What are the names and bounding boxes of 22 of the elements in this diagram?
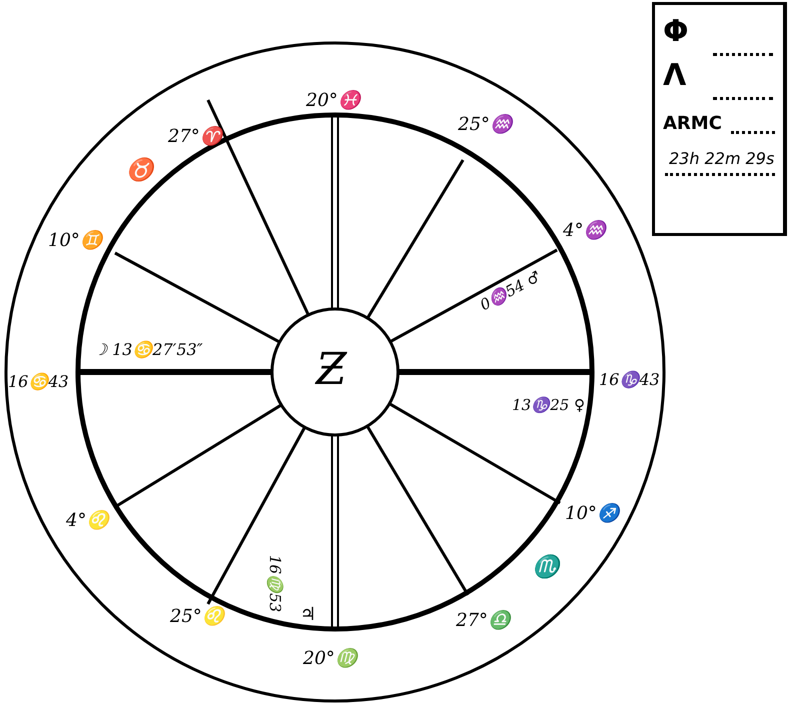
sign-symbol: ♉: [126, 160, 153, 182]
cusp-label: 20°♍: [303, 650, 357, 668]
cusp-label: 27°♈: [168, 128, 222, 146]
armc-label: ARMC: [663, 115, 722, 133]
cusp-label: 25°♒: [458, 116, 512, 134]
planet-position: ☽ 13♋27′53″: [93, 342, 203, 358]
cusp-label: 25°♌: [170, 608, 224, 626]
cusp-label: 4°♌: [66, 512, 108, 530]
cusp-label: 10°♊: [48, 232, 102, 250]
sidereal-time-value: 23h 22m 29s: [669, 151, 774, 167]
planet-symbol: ♃: [300, 606, 316, 624]
latitude-symbol: Φ: [663, 17, 689, 47]
longitude-symbol: Λ: [663, 61, 686, 91]
center-symbol: Ƶ: [316, 348, 347, 392]
planet-position: 16♍53: [267, 555, 282, 612]
cusp-label: 4°♒: [563, 222, 606, 240]
cusp-label: 20°♓: [306, 92, 360, 110]
planet-position: 13♑25 ♀: [512, 398, 585, 413]
cusp-label: 16♋43: [8, 374, 69, 390]
cusp-label: 10°♐: [565, 505, 619, 523]
cusp-label: 27°♎: [456, 612, 510, 630]
cusp-label: 16♑43: [599, 372, 660, 388]
